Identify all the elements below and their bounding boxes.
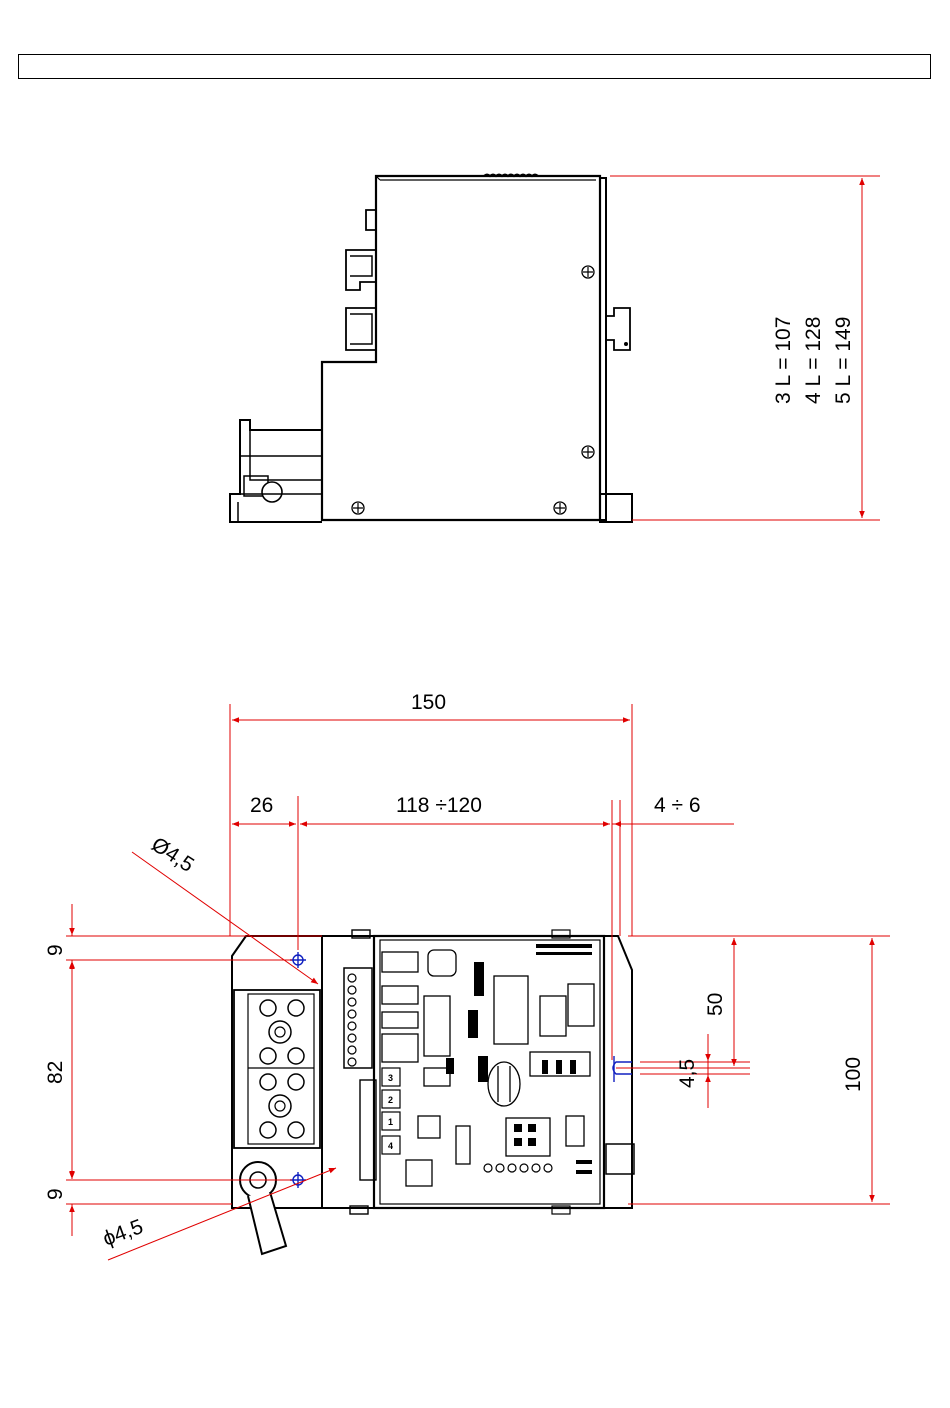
length-label-3: 3 L = 107 xyxy=(772,317,795,404)
dim-half-height: 50 xyxy=(704,993,727,1016)
dim-rail-range: 118 ÷120 xyxy=(396,794,482,817)
dim-hole-diameter-top: Ø4,5 xyxy=(147,833,198,877)
dim-hole-diameter-bottom: ϕ4,5 xyxy=(100,1215,146,1251)
dim-hole-spacing: 82 xyxy=(44,1061,67,1084)
dim-bottom-margin: 9 xyxy=(44,1188,67,1200)
dim-right-range: 4 ÷ 6 xyxy=(654,794,701,817)
terminal-number-1: 1 xyxy=(388,1117,393,1127)
dim-overall-height: 100 xyxy=(842,1057,865,1092)
dim-overall-width: 150 xyxy=(411,691,446,714)
dim-top-margin: 9 xyxy=(44,944,67,956)
terminal-number-3: 3 xyxy=(388,1073,393,1083)
side-view: 3 L = 107 4 L = 128 5 L = 149 xyxy=(230,175,880,523)
top-view: 3 2 1 4 xyxy=(44,691,890,1260)
terminal-number-4: 4 xyxy=(388,1141,393,1151)
terminal-number-2: 2 xyxy=(388,1095,393,1105)
length-label-5: 5 L = 149 xyxy=(832,317,855,404)
dim-slot-width: 4,5 xyxy=(676,1059,699,1088)
length-label-4: 4 L = 128 xyxy=(802,317,825,404)
dim-left-offset: 26 xyxy=(250,794,273,817)
